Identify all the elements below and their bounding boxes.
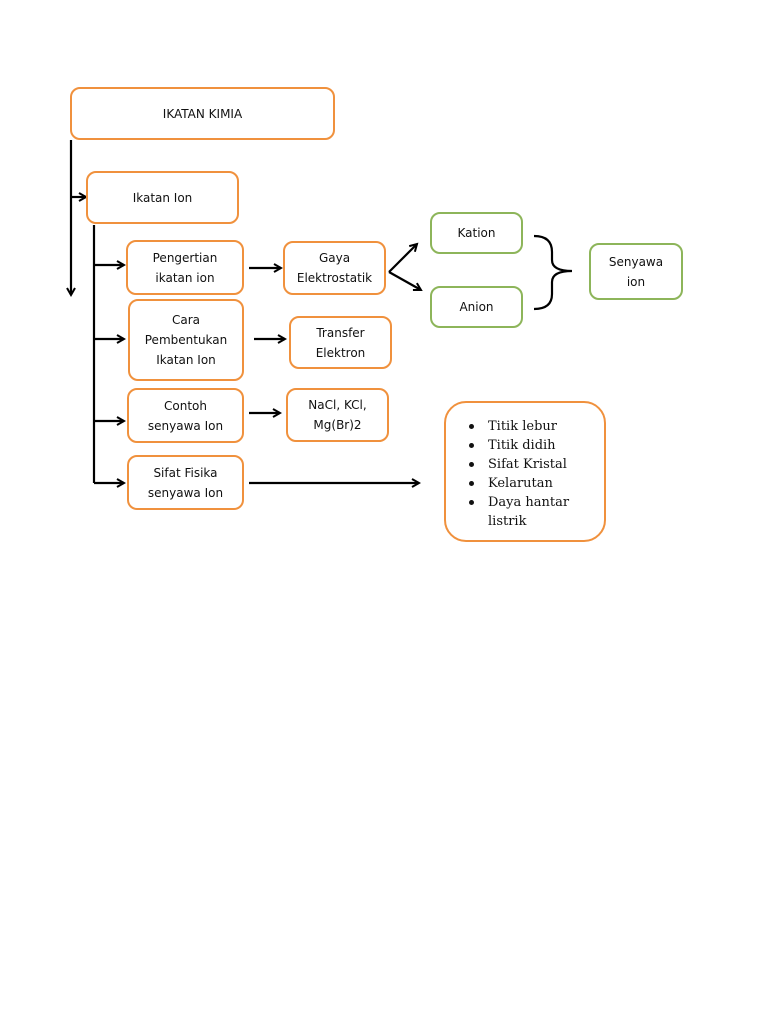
property-item: Daya hantar listrik [469,493,604,531]
node-nacl-kcl: NaCl, KCl, Mg(Br)2 [286,388,389,442]
property-item: Titik lebur [469,417,604,436]
arrow-gaya-to-anion [388,271,421,290]
property-item: Titik didih [469,436,604,455]
node-ikatan-kimia-label: IKATAN KIMIA [162,106,243,121]
curly-brace [533,234,573,311]
node-kation: Kation [430,212,523,254]
node-ikatan-kimia: IKATAN KIMIA [70,87,335,140]
node-sifat-list: Titik lebur Titik didih Sifat Kristal Ke… [444,401,606,542]
node-pengertian: Pengertian ikatan ion [126,240,244,295]
node-gaya-elektrostatik: Gaya Elektrostatik [283,241,386,295]
node-gaya-elektrostatik-label: Gaya Elektrostatik [296,251,373,285]
node-transfer-elektron-label: Transfer Elektron [315,325,366,360]
node-senyawa-ion-label: Senyawa ion [608,254,664,289]
properties-list: Titik lebur Titik didih Sifat Kristal Ke… [446,417,604,531]
node-kation-label: Kation [457,226,496,240]
node-contoh-senyawa: Contoh senyawa Ion [127,388,244,443]
node-cara-pembentukan: Cara Pembentukan Ikatan Ion [128,299,244,381]
node-cara-pembentukan-label: Cara Pembentukan Ikatan Ion [144,313,228,367]
node-contoh-senyawa-label: Contoh senyawa Ion [147,398,224,433]
node-sifat-fisika: Sifat Fisika senyawa Ion [127,455,244,510]
node-anion-label: Anion [459,300,494,314]
property-item: Kelarutan [469,474,604,493]
property-item: Sifat Kristal [469,455,604,474]
node-ikatan-ion-label: Ikatan Ion [132,190,193,205]
node-pengertian-label: Pengertian ikatan ion [152,250,218,285]
node-nacl-kcl-label: NaCl, KCl, Mg(Br)2 [308,398,367,432]
node-anion: Anion [430,286,523,328]
node-transfer-elektron: Transfer Elektron [289,316,392,369]
node-sifat-fisika-label: Sifat Fisika senyawa Ion [147,465,224,500]
node-senyawa-ion: Senyawa ion [589,243,683,300]
node-ikatan-ion: Ikatan Ion [86,171,239,224]
arrow-gaya-to-kation [388,244,417,273]
